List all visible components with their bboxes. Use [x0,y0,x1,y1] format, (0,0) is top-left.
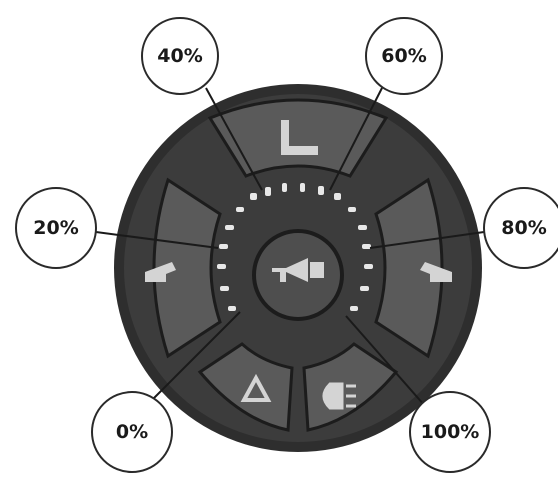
led-indicator [228,306,236,311]
callout-label: 0% [116,421,148,443]
callout-label: 40% [157,45,202,67]
callout-60: 60% [366,18,442,94]
led-indicator [236,207,244,212]
callout-0: 0% [92,392,172,472]
callout-100: 100% [410,392,490,472]
led-indicator [282,183,287,192]
callout-40: 40% [142,18,218,94]
control-panel [114,84,482,452]
led-indicator [350,306,358,311]
led-indicator [362,244,371,249]
led-indicator [300,183,305,192]
led-indicator [250,193,257,200]
callout-label: 100% [421,421,480,443]
led-indicator [360,286,369,291]
led-indicator [334,193,341,200]
led-indicator [265,187,271,196]
led-indicator [364,264,373,269]
led-indicator [318,186,324,195]
led-indicator [225,225,234,230]
callout-80: 80% [484,188,558,268]
callout-label: 80% [501,217,546,239]
led-indicator [358,225,367,230]
led-indicator [220,286,229,291]
callout-label: 60% [381,45,426,67]
led-indicator [348,207,356,212]
led-indicator [217,264,226,269]
led-indicator [219,244,228,249]
horn-button[interactable] [254,231,342,319]
callout-20: 20% [16,188,96,268]
callout-label: 20% [33,217,78,239]
